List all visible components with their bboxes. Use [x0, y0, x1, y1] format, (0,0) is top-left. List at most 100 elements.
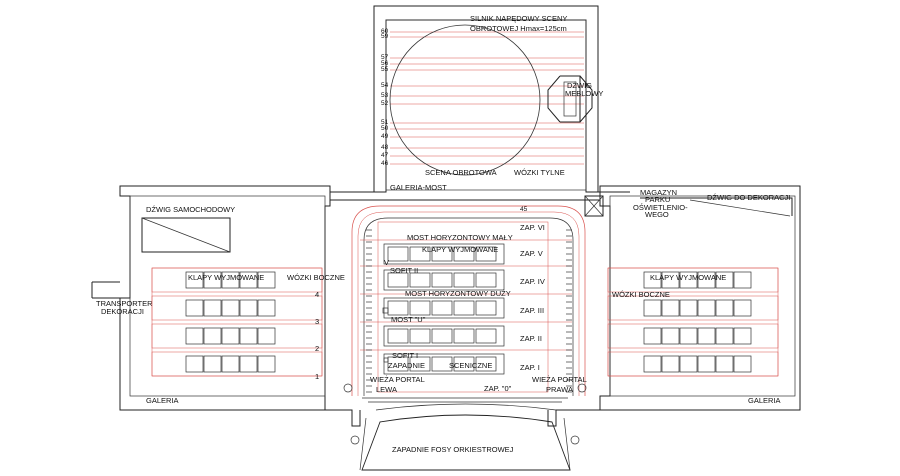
gallery-bridge-label: GALERIA-MOST [390, 183, 447, 192]
row-number-4: 4 [315, 290, 319, 299]
stage-trap-cell [475, 328, 497, 344]
stage-trap-row [383, 243, 505, 265]
traps-left-label: KLAPY WYJMOWANE [188, 273, 264, 282]
line-number: 53 [381, 92, 389, 99]
line-number: 57 [381, 54, 389, 61]
car-lift-label: DŹWIG SAMOCHODOWY [146, 205, 235, 214]
side-wagons-right-label: WÓZKI BOCZNE [612, 290, 670, 299]
zap-ii-label: ZAP. II [520, 334, 542, 343]
stage-trap-cell [387, 272, 409, 288]
trap-cell [733, 355, 752, 373]
engine-label-1: SILNIK NAPĘDOWY SCENY [470, 14, 567, 23]
traps-center-label: KLAPY WYJMOWANE [422, 245, 498, 254]
zap-v-label: ZAP. V [520, 249, 543, 258]
zap-iv-label: ZAP. IV [520, 277, 545, 286]
magazine-label-2: PARKU [645, 195, 670, 204]
trap-cell [697, 299, 716, 317]
trap-cell [203, 327, 222, 345]
rear-stage-lines [390, 31, 584, 165]
trap-cell [715, 271, 734, 289]
wagon [151, 323, 323, 349]
line-number: 47 [381, 152, 389, 159]
line-number: 50 [381, 125, 389, 132]
stage-trap-cell [431, 272, 453, 288]
trap-cell [257, 327, 276, 345]
rear-wagons-label: WÓZKI TYLNE [514, 168, 565, 177]
line-number: 52 [381, 100, 389, 107]
stage-trap-cell [453, 356, 475, 372]
tower-left-label-1: WIEŻA PORTAL [370, 375, 425, 384]
trap-cell [221, 299, 240, 317]
magazine-label-4: WEGO [645, 210, 669, 219]
zap-vi-label: ZAP. VI [520, 223, 545, 232]
right-top-rooms [584, 195, 793, 217]
trap-cell [643, 327, 662, 345]
right-side-wagons [607, 267, 779, 377]
trap-cell [185, 299, 204, 317]
trap-cell [203, 299, 222, 317]
trap-cell [239, 355, 258, 373]
tower-left-label-2: LEWA [376, 385, 397, 394]
sofit-i-label: SOFIT I [392, 351, 418, 360]
main-stage [343, 205, 587, 403]
car-lift [141, 217, 231, 253]
stage-trap-cell [475, 246, 497, 262]
transporter-label-1: TRANSPORTER [96, 299, 153, 308]
trap-cell [185, 271, 204, 289]
trap-cell [257, 299, 276, 317]
furniture-lift-label-1: DŹWIG [567, 81, 592, 90]
number-45: 45 [520, 206, 528, 213]
bridge-large-label: MOST HORYZONTOWY DUŻY [405, 289, 511, 298]
line-number: 49 [381, 133, 389, 140]
line-number: 60 [381, 28, 389, 35]
zapadnie-label: ZAPADNIE [388, 361, 425, 370]
stage-trap-row [383, 269, 505, 291]
stage-trap-cell [409, 246, 431, 262]
trap-cell [661, 355, 680, 373]
stage-trap-cell [453, 300, 475, 316]
stage-trap-cell [409, 272, 431, 288]
stage-trap-cell [475, 272, 497, 288]
furniture-lift [547, 75, 593, 123]
wagon [607, 323, 779, 349]
stage-trap-cell [431, 300, 453, 316]
trap-cell [715, 327, 734, 345]
decor-lift-label: DŹWIG DO DEKORACJI [707, 193, 790, 202]
transporter-label-2: DEKORACJI [101, 307, 144, 316]
trap-cell [221, 355, 240, 373]
row-number-2: 2 [315, 344, 319, 353]
magazine-label-1: MAGAZYN [640, 188, 677, 197]
sofit-ii-label: SOFIT II [390, 266, 418, 275]
line-number: 54 [381, 82, 389, 89]
bridge-u-label: MOST "U" [391, 315, 426, 324]
stage-trap-row [383, 353, 505, 375]
gallery-right-label: GALERIA [748, 396, 781, 405]
bridge-small-label: MOST HORYZONTOWY MAŁY [407, 233, 513, 242]
line-number: 46 [381, 160, 389, 167]
trap-cell [697, 355, 716, 373]
zap-0-label: ZAP. "0" [484, 384, 512, 393]
v-mark: V [384, 258, 389, 267]
stage-trap-cell [387, 300, 409, 316]
stage-trap-cell [409, 300, 431, 316]
line-number: 55 [381, 66, 389, 73]
stage-trap-cell [409, 328, 431, 344]
trap-cell [239, 271, 258, 289]
revolving-stage-circle [389, 24, 541, 176]
trap-cell [221, 327, 240, 345]
trap-cell [661, 271, 680, 289]
engine-label-2: OBROTOWEJ Hmax=125cm [470, 24, 567, 33]
line-number: 56 [381, 60, 389, 67]
stage-trap-cell [409, 356, 431, 372]
line-number: 59 [381, 33, 389, 40]
stage-trap-cell [431, 328, 453, 344]
stage-trap-cell [387, 356, 409, 372]
left-side-wagons [151, 267, 323, 377]
stage-trap-cell [431, 356, 453, 372]
trap-cell [733, 271, 752, 289]
traps-right-label: KLAPY WYJMOWANE [650, 273, 726, 282]
tower-right-label-2: PRAWA [546, 385, 573, 394]
stage-trap-cell [453, 272, 475, 288]
stage-trap-cell [475, 300, 497, 316]
